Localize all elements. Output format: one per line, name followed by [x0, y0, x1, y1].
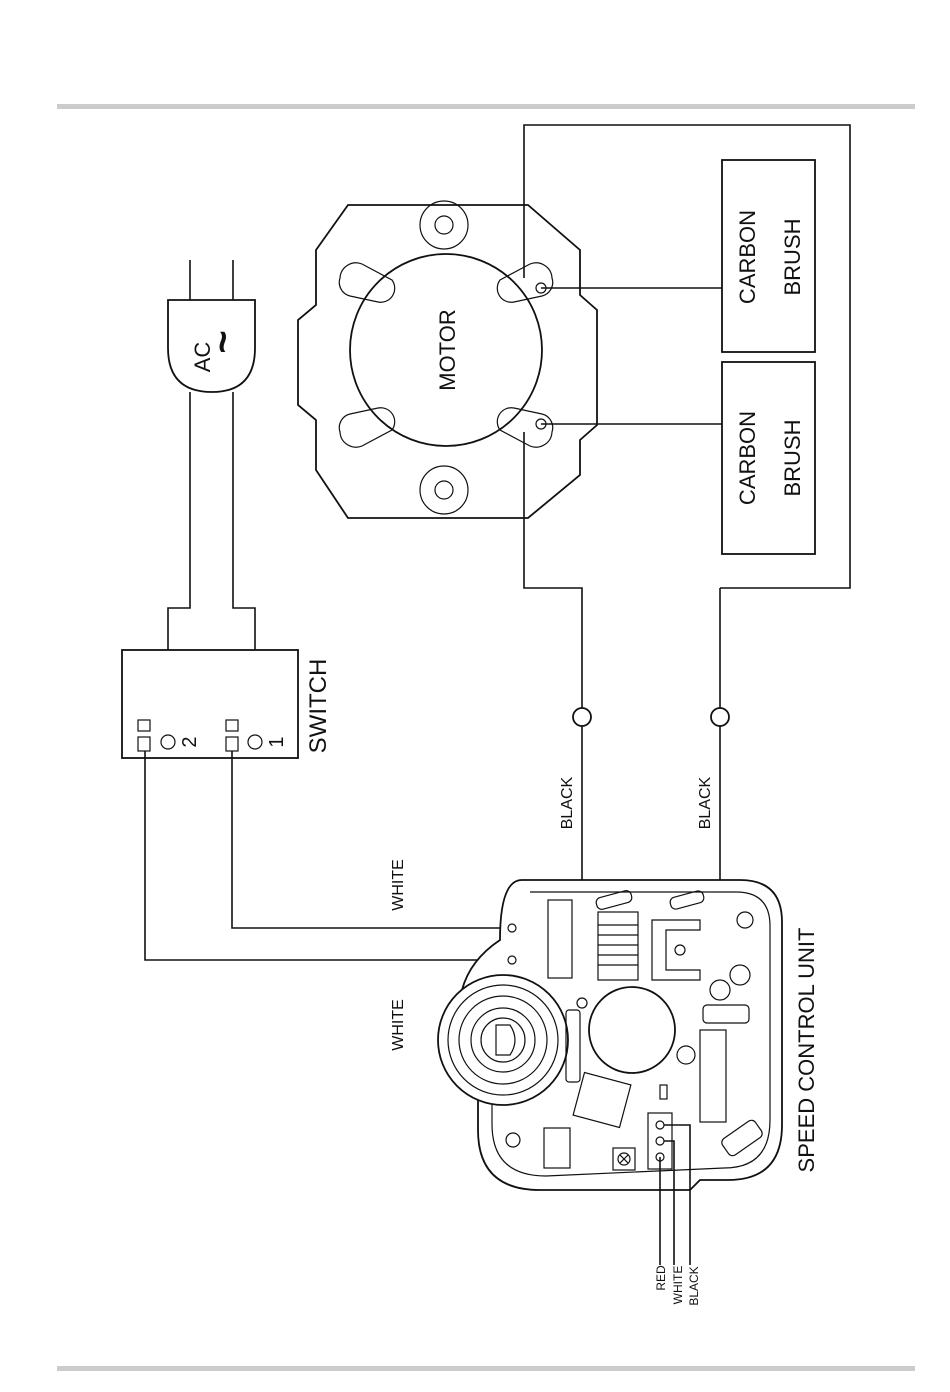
- switch-terminal-1: 1: [266, 736, 288, 747]
- brush-top-line2: BRUSH: [780, 218, 805, 295]
- switch: 2 1 SWITCH: [122, 650, 332, 758]
- connector-right: [711, 708, 729, 726]
- speed-control-unit: SPEED CONTROL UNIT: [438, 880, 819, 1190]
- ac-plug: AC ~: [168, 260, 255, 392]
- motor: MOTOR: [298, 201, 597, 518]
- ac-symbol-label: ~: [201, 330, 245, 353]
- brush-bottom-line2: BRUSH: [780, 419, 805, 496]
- motor-label: MOTOR: [435, 309, 460, 390]
- connector-left: [573, 708, 591, 726]
- brush-bottom-line1: CARBON: [735, 411, 760, 505]
- switch-label: SWITCH: [305, 659, 332, 754]
- lead-red-label: RED: [654, 1265, 668, 1291]
- white-label-lower: WHITE: [390, 999, 407, 1051]
- brush-top-line1: CARBON: [735, 210, 760, 304]
- lead-black-label: BLACK: [687, 1266, 701, 1305]
- carbon-brush-top: CARBON BRUSH: [722, 160, 815, 352]
- lead-white-label: WHITE: [671, 1266, 685, 1305]
- switch-terminal-2: 2: [179, 736, 201, 747]
- speed-control-label: SPEED CONTROL UNIT: [794, 928, 819, 1173]
- carbon-brush-bottom: CARBON BRUSH: [722, 362, 815, 554]
- black-label-left: BLACK: [559, 776, 576, 829]
- black-label-right: BLACK: [697, 776, 714, 829]
- white-label-upper: WHITE: [390, 859, 407, 911]
